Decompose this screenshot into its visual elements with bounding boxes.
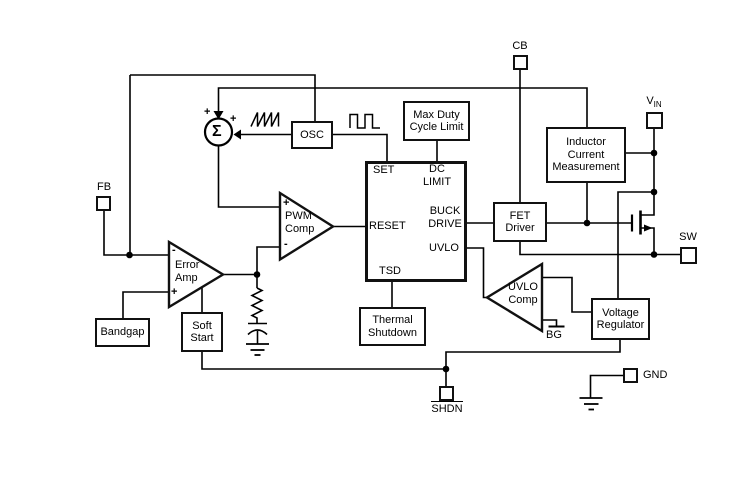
pwm-comp-plus-sign: + bbox=[283, 197, 290, 209]
max-duty-cycle-limit-block: Max Duty Cycle Limit bbox=[403, 101, 470, 141]
wire-vreg-to-uvlocomp bbox=[542, 276, 591, 313]
wires bbox=[103, 70, 680, 411]
gnd-pin-label: GND bbox=[643, 369, 668, 381]
vin-pin bbox=[646, 112, 663, 129]
summer-plus-top: + bbox=[204, 106, 211, 118]
control-uvlo-label: UVLO bbox=[429, 242, 459, 254]
thermal-shutdown-label: Thermal Shutdown bbox=[368, 314, 417, 339]
comp-ground-symbol bbox=[246, 343, 269, 356]
square-wave-icon bbox=[349, 113, 380, 129]
voltage-regulator-label: Voltage Regulator bbox=[596, 306, 645, 332]
soft-start-block: Soft Start bbox=[181, 312, 223, 352]
wire-softstart-to-shdn bbox=[201, 352, 447, 386]
summer-plus-right: + bbox=[230, 113, 237, 125]
mosfet-source-arrow bbox=[644, 224, 653, 232]
bandgap-label: Bandgap bbox=[100, 326, 145, 339]
gnd-ground-symbol bbox=[579, 397, 603, 411]
arrowhead-into-summer-top bbox=[213, 111, 224, 120]
resistor-symbol bbox=[250, 287, 264, 324]
error-amp-plus-sign: + bbox=[171, 286, 178, 298]
osc-block: OSC bbox=[291, 121, 333, 149]
cb-pin bbox=[513, 55, 528, 70]
control-tsd-label: TSD bbox=[379, 265, 401, 277]
pwm-comp-triangle bbox=[278, 190, 336, 262]
osc-label: OSC bbox=[300, 128, 324, 141]
sw-pin bbox=[680, 247, 697, 264]
shdn-pin-label: SHDN bbox=[424, 401, 470, 416]
thermal-shutdown-block: Thermal Shutdown bbox=[359, 307, 426, 346]
wire-summer-to-pwm-plus bbox=[217, 145, 280, 208]
control-dc-limit-label: DC LIMIT bbox=[422, 163, 452, 188]
error-amp-minus-sign: - bbox=[172, 244, 176, 256]
vin-label-subscript: IN bbox=[653, 100, 662, 109]
wire-uvlocomp-to-uvlo bbox=[467, 247, 487, 299]
wire-fb-to-error-amp bbox=[103, 211, 169, 256]
vin-pin-label: VIN bbox=[637, 95, 671, 111]
wire-mosfet-source bbox=[641, 227, 655, 255]
fet-driver-label: FET Driver bbox=[505, 209, 535, 235]
control-reset-label: RESET bbox=[369, 220, 406, 232]
soft-start-label: Soft Start bbox=[190, 319, 214, 345]
fet-driver-block: FET Driver bbox=[493, 202, 547, 242]
inductor-current-label: Inductor Current Measurement bbox=[552, 136, 620, 174]
cb-pin-label: CB bbox=[512, 40, 528, 52]
uvlo-comp-triangle bbox=[484, 261, 544, 334]
bandgap-block: Bandgap bbox=[95, 318, 150, 347]
capacitor-bottom-plate bbox=[247, 329, 268, 336]
control-set-label: SET bbox=[373, 164, 395, 176]
shdn-pin bbox=[439, 386, 454, 401]
error-amp-label: Error Amp bbox=[175, 259, 200, 284]
pwm-control-block bbox=[365, 161, 467, 282]
inductor-current-measurement-block: Inductor Current Measurement bbox=[546, 127, 626, 183]
wire-vin-to-vreg bbox=[617, 191, 654, 298]
fb-pin bbox=[96, 196, 111, 211]
uvlo-comp-label: UVLO Comp bbox=[508, 281, 538, 306]
sw-pin-label: SW bbox=[679, 231, 697, 243]
vin-label-main: V bbox=[646, 95, 654, 107]
pwm-comp-label: PWM Comp bbox=[285, 210, 315, 235]
shdn-overline-text: SHDN bbox=[431, 401, 463, 415]
wire-bandgap-to-error-amp bbox=[122, 291, 169, 318]
summing-junction-circle bbox=[203, 117, 234, 147]
wire-fb-to-osc-top bbox=[130, 74, 316, 121]
sigma-symbol: Σ bbox=[212, 123, 222, 140]
fb-pin-label: FB bbox=[96, 181, 112, 193]
control-buck-drive-label: BUCK DRIVE bbox=[428, 205, 462, 230]
junction-dots bbox=[126, 149, 658, 373]
arrowhead-into-summer-right bbox=[233, 129, 241, 140]
wire-bg-input bbox=[542, 319, 558, 327]
wire-osc-to-set bbox=[333, 133, 388, 161]
wire-current-to-summer bbox=[217, 87, 588, 127]
wire-vin-rail-drain bbox=[641, 129, 655, 216]
wire-vreg-to-shdn bbox=[445, 340, 621, 369]
max-duty-label: Max Duty Cycle Limit bbox=[409, 108, 464, 134]
wire-gnd bbox=[589, 374, 623, 398]
pwm-comp-minus-sign: - bbox=[284, 238, 288, 250]
sawtooth-waveform-icon bbox=[250, 112, 280, 127]
voltage-regulator-block: Voltage Regulator bbox=[591, 298, 650, 340]
wire-sw-line bbox=[519, 242, 680, 256]
error-amp-triangle bbox=[167, 239, 226, 310]
wire-node-to-pwm-minus bbox=[256, 246, 280, 288]
bg-label: BG bbox=[546, 329, 562, 341]
gnd-pin bbox=[623, 368, 638, 383]
